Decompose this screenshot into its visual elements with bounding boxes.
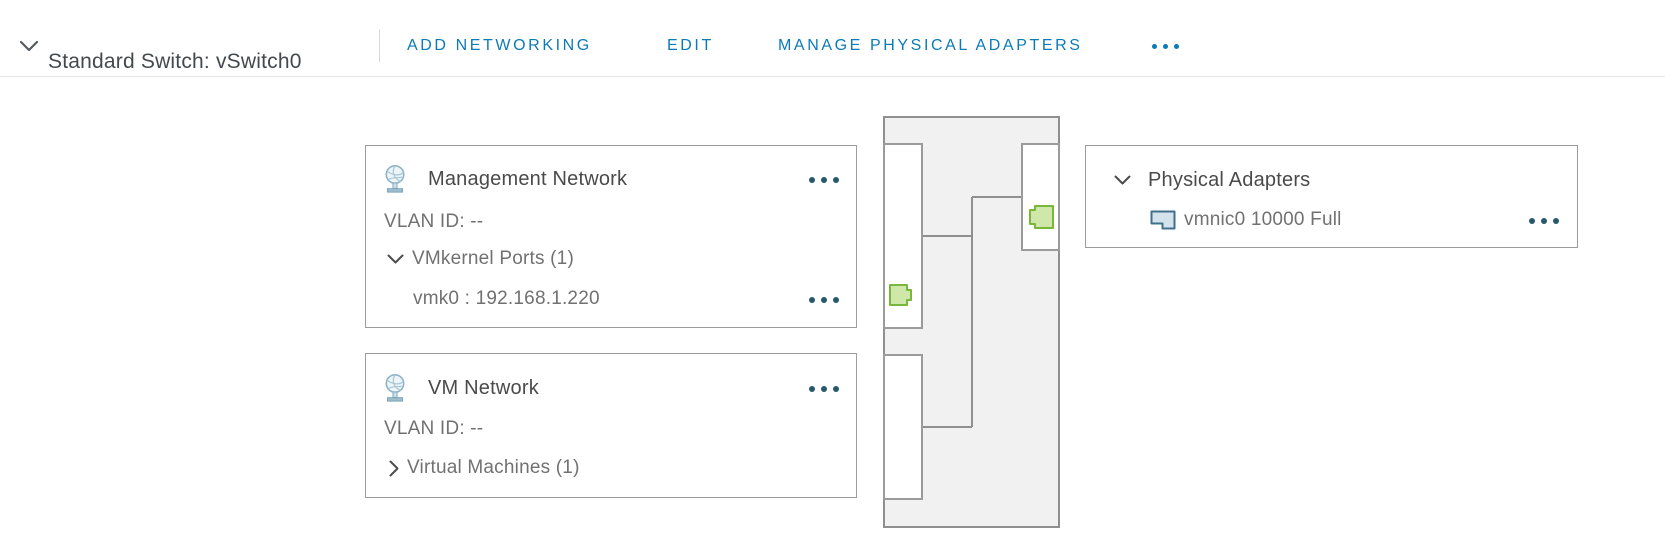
physical-adapters-card: Physical Adapters vmnic0 10000 Full <box>1085 145 1578 248</box>
ellipsis-icon <box>809 297 815 303</box>
vm-port-slot <box>883 354 923 500</box>
network-globe-icon <box>385 165 405 193</box>
add-networking-button[interactable]: ADD NETWORKING <box>407 37 592 54</box>
edit-button[interactable]: EDIT <box>667 37 714 54</box>
network-globe-icon <box>385 374 405 402</box>
vmk-port-more-button[interactable] <box>807 293 841 307</box>
virtual-machines-expander[interactable]: Virtual Machines (1) <box>389 457 580 479</box>
portgroup-title: VM Network <box>428 376 539 399</box>
header-separator <box>379 29 380 62</box>
physical-adapters-title: Physical Adapters <box>1148 168 1311 191</box>
switch-collapse-toggle[interactable] <box>14 34 44 60</box>
toolbar-more-button[interactable] <box>1150 40 1181 53</box>
adapter-more-button[interactable] <box>1527 214 1561 228</box>
manage-physical-adapters-button[interactable]: MANAGE PHYSICAL ADAPTERS <box>778 37 1083 54</box>
chevron-right-icon <box>389 460 399 476</box>
chevron-down-icon <box>387 254 404 264</box>
uplink-slot <box>1021 143 1060 251</box>
vmkernel-port-entry: vmk0 : 192.168.1.220 <box>413 288 600 309</box>
physical-adapters-expander[interactable]: Physical Adapters <box>1114 169 1310 192</box>
switch-title: Standard Switch: vSwitch0 <box>48 50 302 74</box>
portgroup-title: Management Network <box>428 167 628 190</box>
ellipsis-icon <box>809 386 815 392</box>
virtual-machines-label: Virtual Machines (1) <box>407 457 580 478</box>
ellipsis-icon <box>809 177 815 183</box>
ellipsis-icon <box>1529 218 1535 224</box>
header-divider <box>0 76 1665 77</box>
active-port-indicator <box>889 284 912 306</box>
switch-topology-diagram <box>883 116 1060 528</box>
chevron-down-icon <box>19 40 39 51</box>
nic-adapter-icon <box>1150 210 1176 230</box>
vmkernel-ports-expander[interactable]: VMkernel Ports (1) <box>387 248 574 270</box>
portgroup-more-button[interactable] <box>807 173 841 187</box>
vlan-id-label: VLAN ID: -- <box>384 211 484 232</box>
active-uplink-indicator <box>1029 205 1054 229</box>
vlan-id-label: VLAN ID: -- <box>384 418 484 439</box>
portgroup-card-management-network: Management Network VLAN ID: -- VMkernel … <box>365 145 857 328</box>
portgroup-card-vm-network: VM Network VLAN ID: -- Virtual Machines … <box>365 353 857 498</box>
vmkernel-ports-label: VMkernel Ports (1) <box>412 248 574 269</box>
chevron-down-icon <box>1114 175 1131 185</box>
portgroup-more-button[interactable] <box>807 382 841 396</box>
connection-lines <box>922 196 1022 428</box>
ellipsis-icon <box>1152 44 1157 49</box>
adapter-entry: vmnic0 10000 Full <box>1184 209 1342 230</box>
